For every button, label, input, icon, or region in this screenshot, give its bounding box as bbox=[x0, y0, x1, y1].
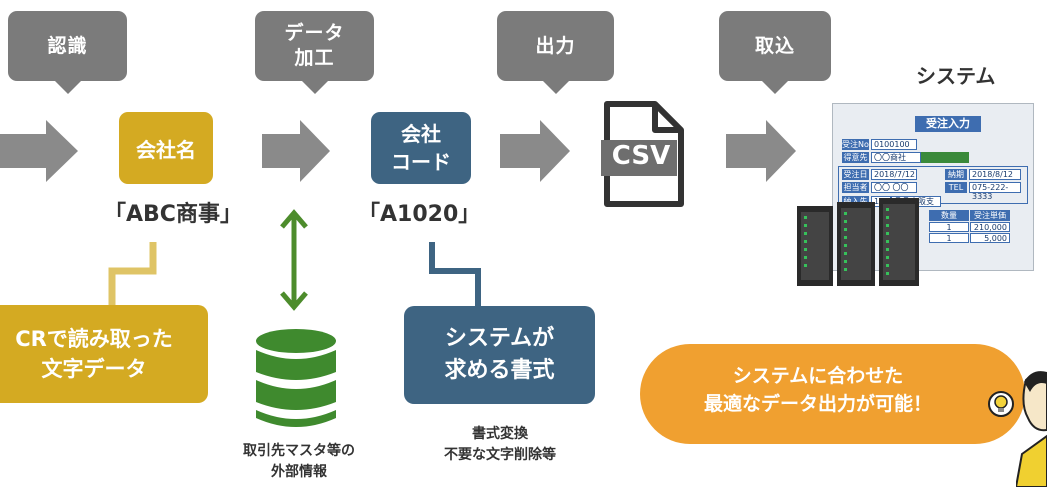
client-field[interactable]: 〇〇商社 bbox=[871, 152, 921, 163]
format-box: システムが 求める書式 bbox=[404, 306, 595, 404]
speech-bubble bbox=[640, 344, 1025, 444]
tel-label: TEL bbox=[945, 182, 967, 193]
company-code-value: 「A1020」 bbox=[358, 202, 481, 227]
price-header: 受注単価 bbox=[970, 210, 1010, 221]
ocr-connector bbox=[108, 242, 157, 318]
row-2-qty[interactable]: 1 bbox=[929, 233, 969, 243]
ship-label: 納入先 bbox=[842, 196, 869, 207]
system-title: システム bbox=[916, 64, 996, 88]
tel-field[interactable]: 075-222-3333 bbox=[969, 182, 1021, 201]
step-recognize-label: 認識 bbox=[47, 34, 88, 57]
row-2-price[interactable]: 5,000 bbox=[970, 233, 1010, 243]
format-connector bbox=[429, 242, 481, 318]
flow-arrow-3 bbox=[500, 120, 570, 182]
delivery-field[interactable]: 2018/8/12 bbox=[969, 169, 1021, 180]
flow-arrow-2 bbox=[262, 120, 330, 182]
person-illustration bbox=[1016, 371, 1047, 487]
step-import: 取込 bbox=[719, 11, 831, 81]
csv-file-icon bbox=[601, 101, 684, 207]
format-caption: 書式変換 不要な文字削除等 bbox=[444, 426, 556, 463]
client-label: 得意先 bbox=[842, 152, 869, 163]
double-arrow-icon bbox=[280, 209, 308, 311]
delivery-label: 納期 bbox=[945, 169, 967, 180]
step-import-label: 取込 bbox=[754, 34, 795, 57]
order-no-field[interactable]: 0100100 bbox=[871, 139, 917, 150]
order-date-field[interactable]: 2018/7/12 bbox=[871, 169, 917, 180]
lightbulb-icon bbox=[988, 391, 1014, 417]
step-recognize: 認識 bbox=[8, 11, 127, 81]
company-name-chip: 会社名 bbox=[119, 112, 213, 184]
company-code-chip: 会社 コード bbox=[371, 112, 471, 184]
step-data-process-label: データ 加工 bbox=[284, 22, 345, 69]
order-date-label: 受注日 bbox=[842, 169, 869, 180]
csv-label: CSV bbox=[611, 141, 671, 171]
client-green-bar bbox=[921, 152, 969, 163]
bubble-text: システムに合わせた 最適なデータ出力が可能！ bbox=[703, 365, 932, 415]
order-no-label: 受注No bbox=[842, 139, 869, 150]
db-caption: 取引先マスタ等の 外部情報 bbox=[243, 443, 355, 480]
person-field[interactable]: 〇〇 〇〇 bbox=[871, 182, 917, 193]
qty-header: 数量 bbox=[929, 210, 969, 221]
server-rack-icon bbox=[797, 198, 919, 286]
company-name-value: 「ABC商事」 bbox=[104, 202, 242, 227]
flow-arrow-1 bbox=[0, 120, 78, 182]
row-1-qty[interactable]: 1 bbox=[929, 222, 969, 232]
flow-arrow-4 bbox=[726, 120, 796, 182]
step-output: 出力 bbox=[497, 11, 614, 81]
step-output-label: 出力 bbox=[535, 34, 576, 57]
ocr-text-box: CRで読み取った 文字データ bbox=[0, 305, 208, 403]
row-1-price[interactable]: 210,000 bbox=[970, 222, 1010, 232]
step-data-process: データ 加工 bbox=[255, 11, 374, 81]
screen-title: 受注入力 bbox=[915, 116, 981, 132]
person-label: 担当者 bbox=[842, 182, 869, 193]
database-icon bbox=[256, 329, 336, 427]
